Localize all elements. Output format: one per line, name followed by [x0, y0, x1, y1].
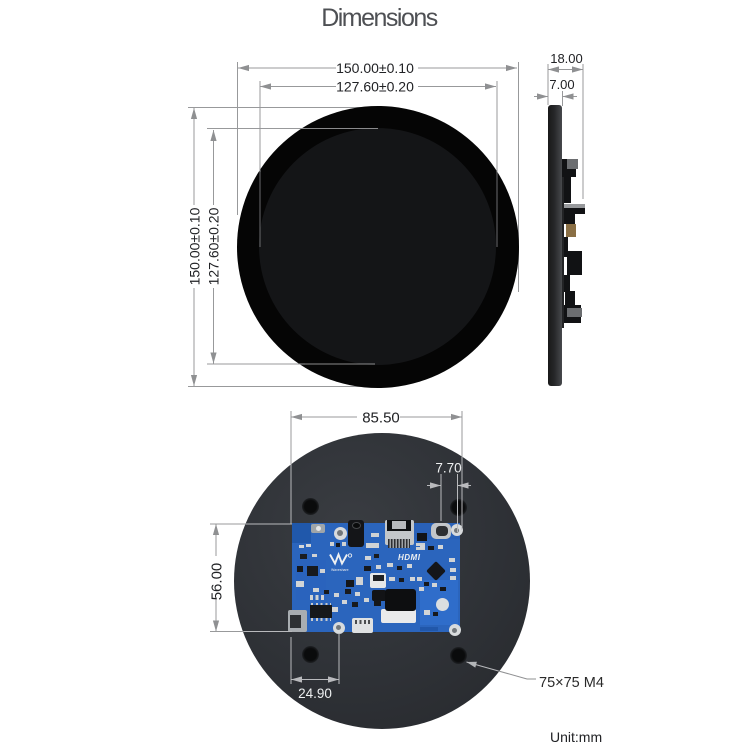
svg-text:24.90: 24.90 — [298, 686, 332, 701]
svg-text:127.60±0.20: 127.60±0.20 — [206, 207, 222, 285]
svg-text:18.00: 18.00 — [550, 51, 583, 66]
svg-text:127.60±0.20: 127.60±0.20 — [336, 78, 414, 94]
svg-text:56.00: 56.00 — [209, 563, 226, 601]
svg-text:7.70: 7.70 — [435, 461, 461, 476]
svg-text:75×75 M4: 75×75 M4 — [539, 675, 604, 691]
svg-text:85.50: 85.50 — [362, 409, 400, 426]
svg-text:150.00±0.10: 150.00±0.10 — [336, 60, 414, 76]
svg-text:7.00: 7.00 — [549, 77, 574, 92]
svg-text:150.00±0.10: 150.00±0.10 — [187, 207, 203, 285]
